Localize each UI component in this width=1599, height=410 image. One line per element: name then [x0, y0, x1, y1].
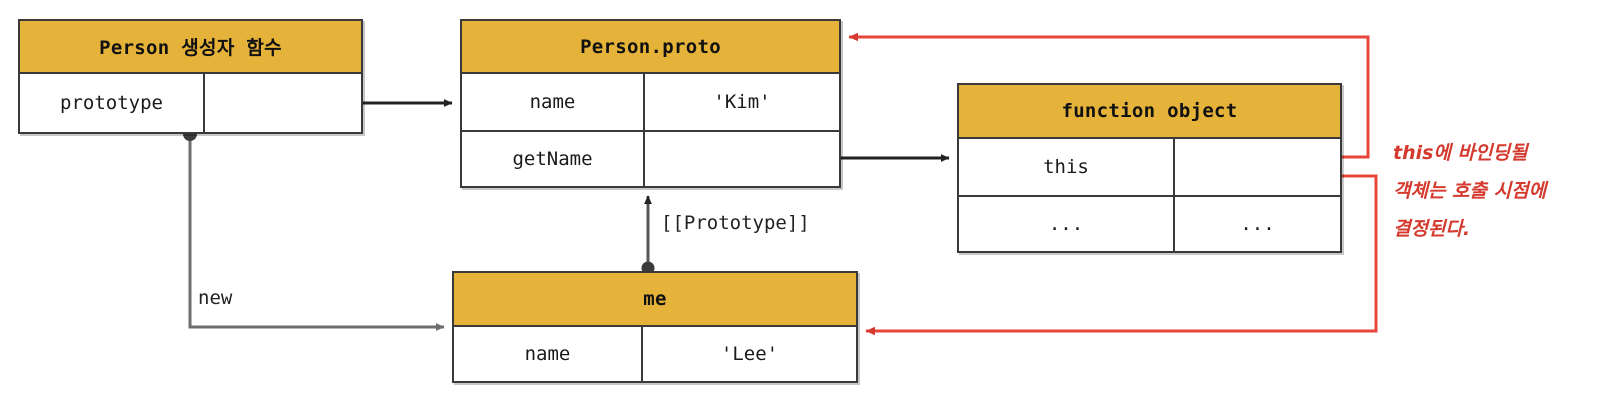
property-row-getname: getName: [462, 130, 839, 186]
object-title-person-constructor: Person 생성자 함수: [20, 21, 361, 74]
property-key-name: name: [462, 74, 645, 130]
object-box-person-constructor: Person 생성자 함수 prototype: [18, 19, 363, 134]
annotation-line-3: 결정된다.: [1393, 218, 1471, 240]
property-row-this: this: [959, 139, 1340, 195]
property-value-ellipsis: ...: [1240, 213, 1275, 235]
object-title-person-prototype: Person.proto: [462, 21, 839, 74]
object-title-me: me: [454, 273, 856, 327]
property-key-me-name: name: [454, 327, 643, 381]
edge-label-new: new: [198, 287, 233, 309]
property-value-name: 'Kim': [713, 91, 771, 113]
wire-me-prototype-link: [641, 195, 655, 275]
object-box-function-object: function object this ... ...: [957, 83, 1342, 253]
property-key-ellipsis: ...: [959, 197, 1175, 251]
annotation-this-binding: this에 바인딩될 객체는 호출 시점에 결정된다.: [1393, 134, 1546, 248]
property-row-name: name 'Kim': [462, 74, 839, 130]
property-key-getname: getName: [462, 132, 645, 186]
object-box-me: me name 'Lee': [452, 271, 858, 383]
edge-label-prototype-link: [[Prototype]]: [661, 212, 810, 234]
property-value-me-name: 'Lee': [720, 343, 779, 365]
annotation-line-2: 객체는 호출 시점에: [1393, 180, 1547, 202]
property-key-this: this: [959, 139, 1175, 195]
property-value-getname-pointer: [645, 132, 839, 186]
property-row-me-name: name 'Lee': [454, 327, 856, 381]
property-row-prototype: prototype: [20, 74, 361, 132]
object-title-function-object: function object: [959, 85, 1340, 139]
property-row-ellipsis: ... ...: [959, 195, 1340, 251]
annotation-line-1: this에 바인딩될: [1393, 142, 1528, 164]
property-value-prototype-pointer: [205, 74, 361, 132]
property-value-this-pointer: [1175, 139, 1340, 195]
object-box-person-prototype: Person.proto name 'Kim' getName: [460, 19, 841, 188]
property-key-prototype: prototype: [20, 74, 205, 132]
